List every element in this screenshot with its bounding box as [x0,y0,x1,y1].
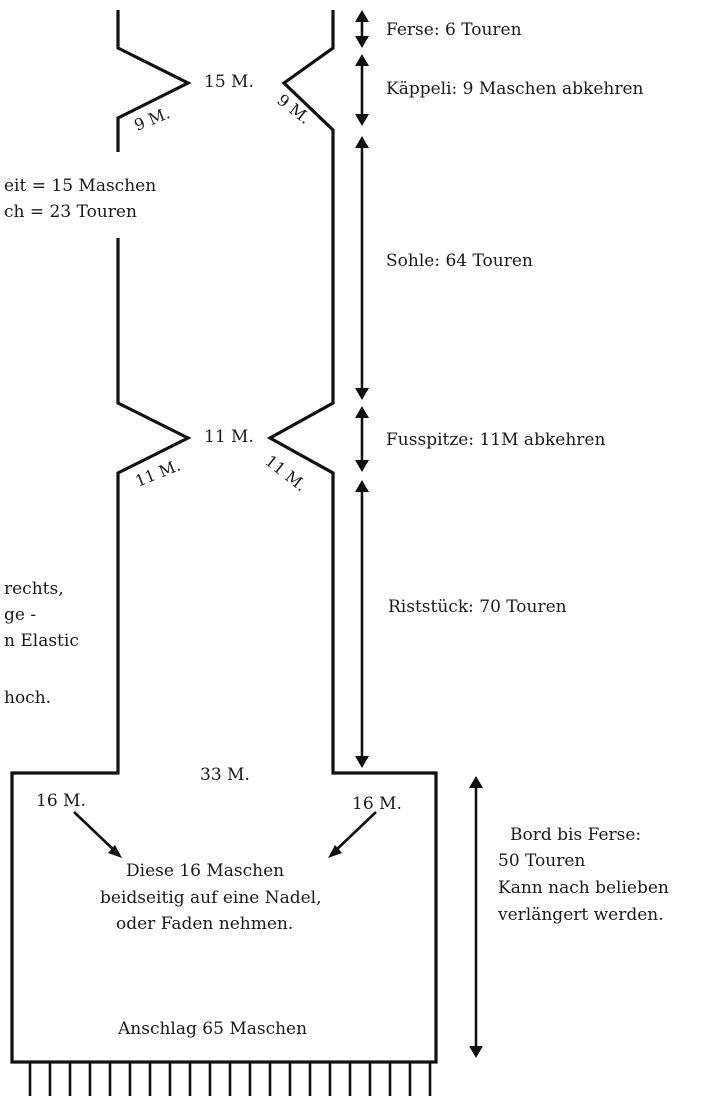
bord-label-4: verlängert werden. [497,905,664,925]
left-note-1: eit = 15 Maschen [4,176,156,196]
sock-outline [10,10,438,1064]
left-note2-2: ge - [4,605,36,625]
left-16-label: 16 M. [36,791,86,811]
fusspitze-label: Fusspitze: 11M abkehren [386,430,605,450]
sohle-label: Sohle: 64 Touren [386,251,533,271]
instruction-line-3: oder Faden nehmen. [116,914,293,934]
bord-arrow [469,776,483,1058]
ferse-label: Ferse: 6 Touren [386,20,522,40]
kaeppeli-label: Käppeli: 9 Maschen abkehren [386,79,644,99]
sohle-arrow [355,136,369,400]
heel-right-label: 9 M. [274,90,315,128]
fusspitze-arrow [355,406,369,472]
ferse-arrow [355,10,369,48]
right-16-label: 16 M. [352,794,402,814]
riststueck-label: Riststück: 70 Touren [388,597,567,617]
bord-label-3: Kann nach belieben [498,878,669,898]
instruction-line-1: Diese 16 Maschen [126,861,284,881]
left-note2-3: n Elastic [4,631,79,651]
kaeppeli-arrow [355,54,369,126]
top-center-label: 33 M. [200,765,250,785]
cast-on-ticks [28,1062,432,1096]
left-pointer-arrow [73,811,122,858]
bord-label-2: 50 Touren [498,851,585,871]
left-note2-4: hoch. [4,688,51,708]
left-note-2: ch = 23 Touren [4,202,137,222]
toe-center-label: 11 M. [204,427,254,447]
left-note2-1: rechts, [4,579,64,599]
heel-center-label: 15 M. [204,72,254,92]
riststueck-arrow [355,480,369,768]
instruction-line-2: beidseitig auf eine Nadel, [100,888,322,908]
right-pointer-arrow [328,811,377,858]
bord-label-1: Bord bis Ferse: [510,825,641,845]
anschlag-label: Anschlag 65 Maschen [117,1019,307,1039]
